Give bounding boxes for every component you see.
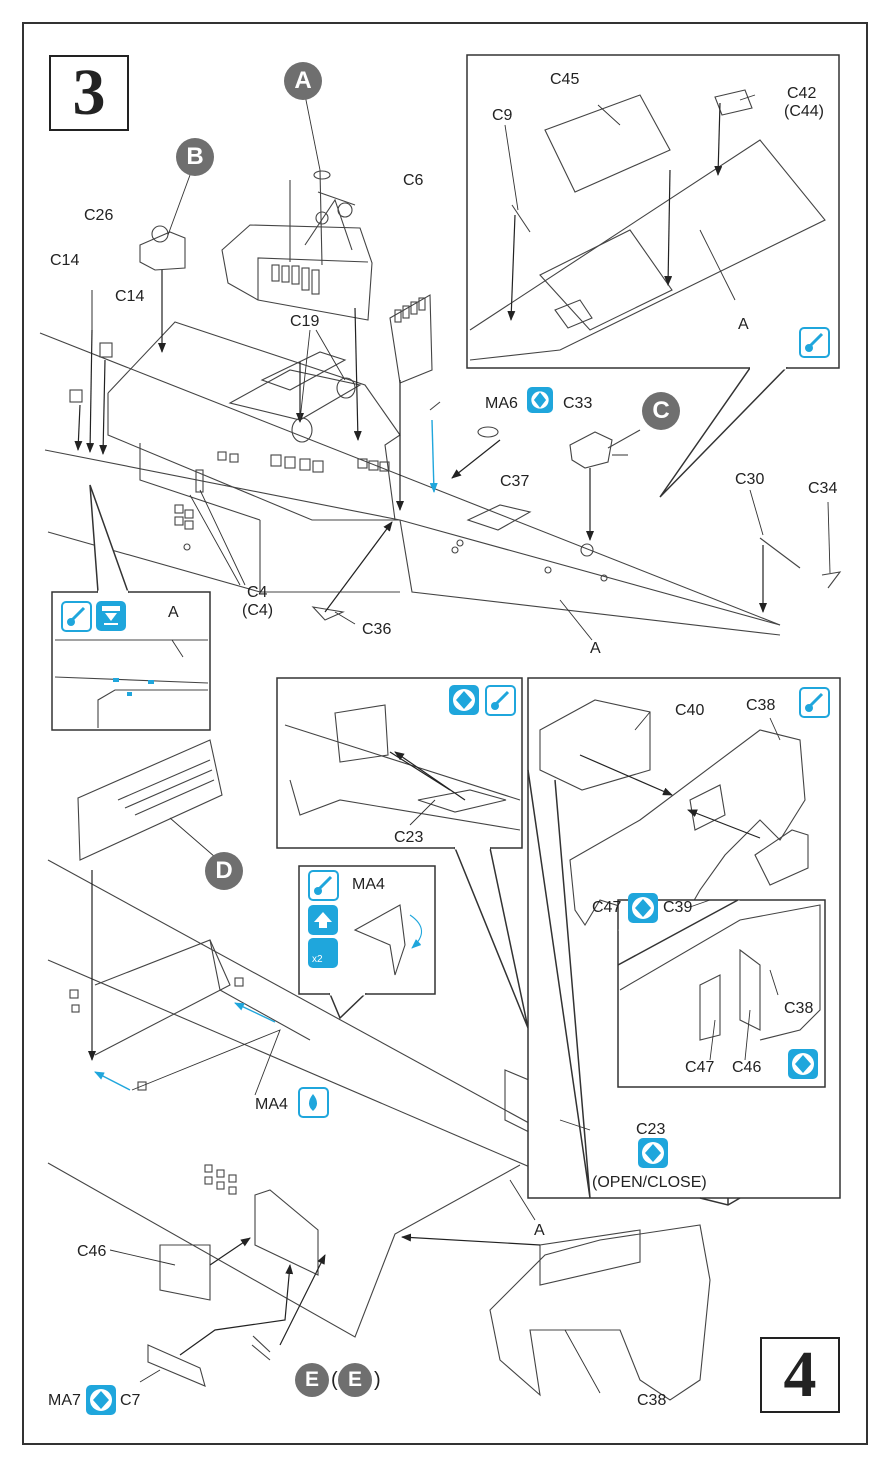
part-label-c6: C6 <box>403 172 424 189</box>
inset-c23-drawing <box>284 704 521 831</box>
part-label-c37: C37 <box>500 473 530 490</box>
part-label-c34: C34 <box>808 480 838 497</box>
part-label-c45: C45 <box>550 71 580 88</box>
open-close-note: (OPEN/CLOSE) <box>592 1174 707 1191</box>
part-label-c23-main: C23 <box>636 1121 666 1138</box>
part-label-c4: C4 <box>247 584 268 601</box>
leader-lines <box>109 94 831 1394</box>
assembly-arrows <box>74 102 767 1356</box>
subassembly-d-marker: D <box>205 852 243 890</box>
part-label-c36: C36 <box>362 621 392 638</box>
choose-icon <box>449 685 479 715</box>
page-border <box>22 22 868 1445</box>
part-label-a-hull: A <box>590 640 601 657</box>
part-label-c33: C33 <box>563 395 593 412</box>
lower-hull-drawing <box>47 739 711 1401</box>
repeat-x2-icon: x2 <box>308 938 338 968</box>
part-label-ma7: MA7 <box>48 1392 81 1409</box>
subassembly-e-alt-marker: E <box>338 1363 372 1397</box>
svg-text:x2: x2 <box>312 954 323 965</box>
part-label-c26: C26 <box>84 207 114 224</box>
paint-icon <box>799 687 830 718</box>
part-label-c47-top: C47 <box>592 899 622 916</box>
part-label-c46-main: C46 <box>77 1243 107 1260</box>
decal-mark <box>148 680 154 684</box>
decal-mark <box>113 678 119 682</box>
choose-icon <box>527 387 553 413</box>
paint-icon <box>485 685 516 716</box>
part-label-ma4-main: MA4 <box>255 1096 288 1113</box>
part-label-c38-bottom: C38 <box>637 1392 667 1409</box>
part-label-c38-top: C38 <box>746 697 776 714</box>
step-number-4: 4 <box>760 1337 840 1413</box>
choose-icon <box>628 893 658 923</box>
part-label-c14-left: C14 <box>50 252 80 269</box>
inset-c40-drawing <box>539 699 809 927</box>
subassembly-c-marker: C <box>642 392 680 430</box>
decal-drop-icon <box>298 1087 329 1118</box>
part-label-c46-inset: C46 <box>732 1059 762 1076</box>
inset-c45-c42 <box>466 54 840 498</box>
part-label-c38-mid: C38 <box>784 1000 814 1017</box>
step-number-3: 3 <box>49 55 129 131</box>
blue-arrows <box>94 419 438 1091</box>
paint-icon <box>61 601 92 632</box>
part-label-c42: C42 <box>787 85 817 102</box>
part-label-a-inset-left: A <box>168 604 179 621</box>
part-label-c9: C9 <box>492 107 513 124</box>
part-label-c7: C7 <box>120 1392 141 1409</box>
part-label-c44: (C44) <box>784 103 825 120</box>
paint-icon <box>308 870 339 901</box>
subassembly-a-marker: A <box>284 62 322 100</box>
part-label-c19: C19 <box>290 313 320 330</box>
upper-hull-drawing <box>39 169 842 636</box>
paren-close: ) <box>374 1369 381 1391</box>
part-label-a-inset: A <box>738 316 749 333</box>
part-label-c23-inset: C23 <box>394 829 424 846</box>
choose-icon <box>86 1385 116 1415</box>
part-label-c40: C40 <box>675 702 705 719</box>
choose-icon <box>788 1049 818 1079</box>
part-label-a-lower: A <box>534 1222 545 1239</box>
callout-pointers <box>527 769 741 1206</box>
decal-mark <box>127 692 132 696</box>
part-label-c4-alt: (C4) <box>242 602 274 619</box>
subassembly-e-marker: E <box>295 1363 329 1397</box>
inset-ma4-drawing <box>353 904 423 976</box>
part-label-c30: C30 <box>735 471 765 488</box>
inset-c23 <box>276 677 529 1029</box>
assemble-icon <box>308 905 338 935</box>
part-label-c47-inset: C47 <box>685 1059 715 1076</box>
part-label-c39: C39 <box>663 899 693 916</box>
part-label-ma4-inset: MA4 <box>352 876 385 893</box>
paint-icon <box>799 327 830 358</box>
sand-icon <box>96 601 126 631</box>
inset-c45-drawing <box>469 89 826 361</box>
paren-open: ( <box>331 1369 338 1391</box>
inset-left-drawing <box>54 639 209 728</box>
part-label-c14-right: C14 <box>115 288 145 305</box>
choose-icon <box>638 1138 668 1168</box>
part-label-ma6: MA6 <box>485 395 518 412</box>
subassembly-b-marker: B <box>176 138 214 176</box>
inset-c46-drawing <box>619 904 821 1041</box>
